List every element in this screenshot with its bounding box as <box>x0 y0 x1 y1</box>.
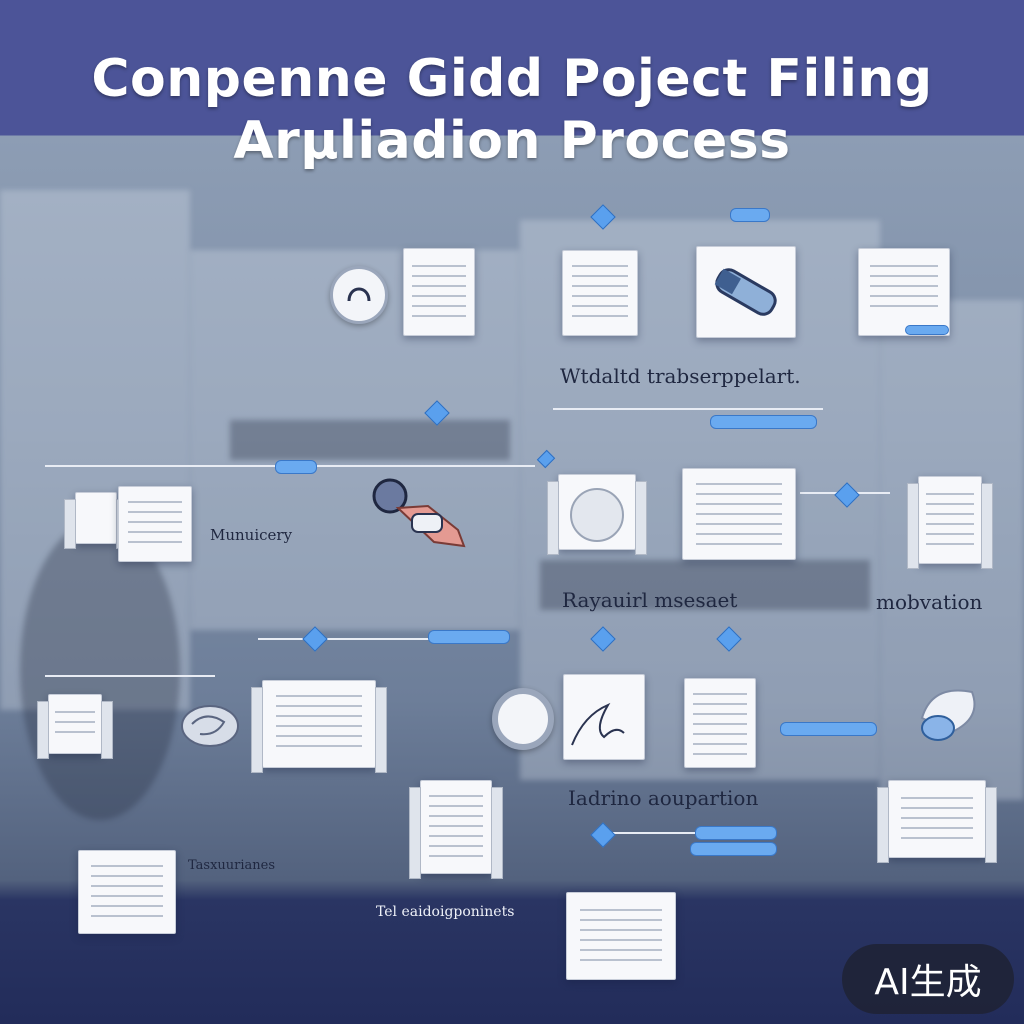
signature-document-icon <box>563 674 645 760</box>
document-icon <box>403 248 475 336</box>
background-tree <box>20 520 180 820</box>
title-line-2: Arµliadion Process <box>233 111 791 171</box>
usb-drive-icon <box>696 246 796 338</box>
document-stack-icon <box>251 680 387 773</box>
connector-line <box>600 832 770 834</box>
step-label: Munuicery <box>210 526 293 544</box>
document-icon <box>78 850 176 934</box>
ai-generated-badge: AI生成 <box>842 944 1014 1014</box>
folder-stack-icon <box>64 492 128 549</box>
connector-arrow <box>780 722 877 736</box>
background-building <box>0 190 190 710</box>
step-label: Wtdaltd trabserppelart. <box>560 364 801 388</box>
step-label: Tel eaidoigponinets <box>376 904 515 920</box>
folder-stack-icon <box>547 474 647 555</box>
connector-arrow <box>428 630 510 644</box>
background-building-shadow <box>230 420 510 460</box>
background-building-shadow <box>540 560 870 610</box>
folder-stack-icon <box>877 780 997 863</box>
connector-arrow <box>905 325 949 335</box>
document-icon <box>566 892 676 980</box>
document-icon <box>118 486 192 562</box>
headset-icon <box>330 266 388 324</box>
document-icon <box>858 248 950 336</box>
connector-line <box>553 408 823 410</box>
brain-icon <box>178 700 248 754</box>
stamp-icon <box>368 478 468 550</box>
document-icon <box>682 468 796 560</box>
document-icon <box>684 678 756 768</box>
document-icon <box>562 250 638 336</box>
connector-arrow <box>690 842 777 856</box>
connector-arrow <box>710 415 817 429</box>
connector-arrow <box>695 826 777 840</box>
step-label: Iadrino aoupartion <box>568 786 759 810</box>
folder-stack-icon <box>37 694 113 759</box>
connector-arrow <box>275 460 317 474</box>
connector-line <box>45 675 215 677</box>
step-label: Tasxuurianes <box>188 858 276 873</box>
step-label: Rayauirl msesaet <box>562 588 738 612</box>
document-stack-icon <box>409 780 503 879</box>
lamp-icon <box>912 678 986 748</box>
step-label: mobvation <box>876 590 983 614</box>
folder-stack-icon <box>907 476 993 569</box>
connector-line <box>258 638 478 640</box>
title-line-1: Conpenne Gidd Poject Filing <box>91 49 933 109</box>
connector-arrow <box>730 208 770 222</box>
ring-icon <box>492 688 554 750</box>
page-title: Conpenne Gidd Poject Filing Arµliadion P… <box>0 48 1024 172</box>
